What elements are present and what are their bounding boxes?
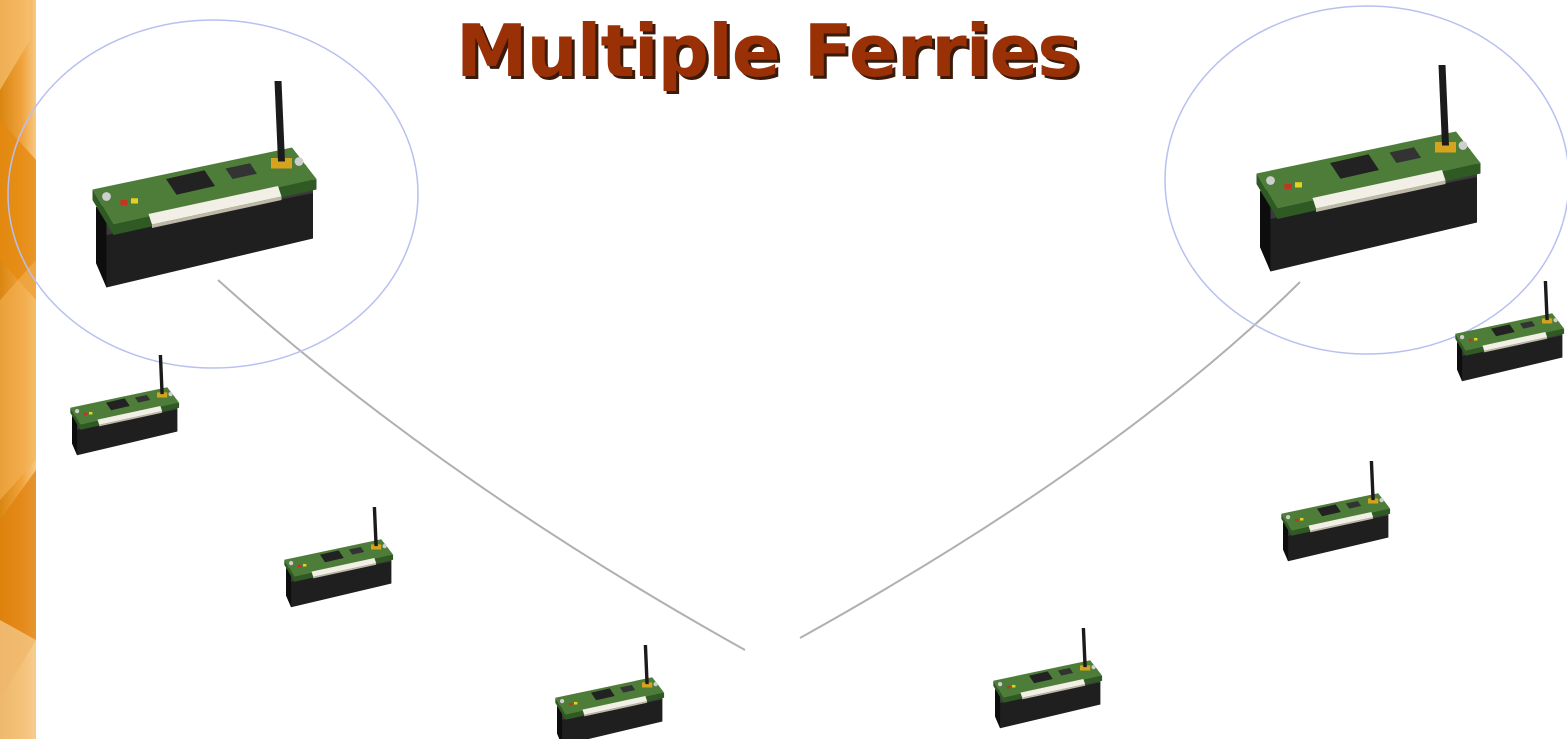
wireless-sensor-node-icon bbox=[555, 645, 665, 739]
wireless-sensor-node-icon bbox=[284, 507, 394, 608]
ferry-range-circle-left bbox=[7, 19, 419, 369]
wireless-sensor-node-icon bbox=[1281, 461, 1391, 562]
ferry-node-icon bbox=[1256, 65, 1481, 272]
ferry-range-circle-right bbox=[1164, 5, 1567, 355]
wireless-sensor-node-icon bbox=[993, 628, 1103, 729]
ferry-node-icon bbox=[92, 81, 317, 288]
wireless-sensor-node-icon bbox=[1455, 281, 1565, 382]
left-accent-bar bbox=[0, 0, 36, 739]
wireless-sensor-node-icon bbox=[70, 355, 180, 456]
ferry-route-right bbox=[799, 281, 1301, 639]
slide-title: Multiple Ferries bbox=[455, 9, 1080, 93]
ferry-route-left bbox=[217, 279, 746, 651]
